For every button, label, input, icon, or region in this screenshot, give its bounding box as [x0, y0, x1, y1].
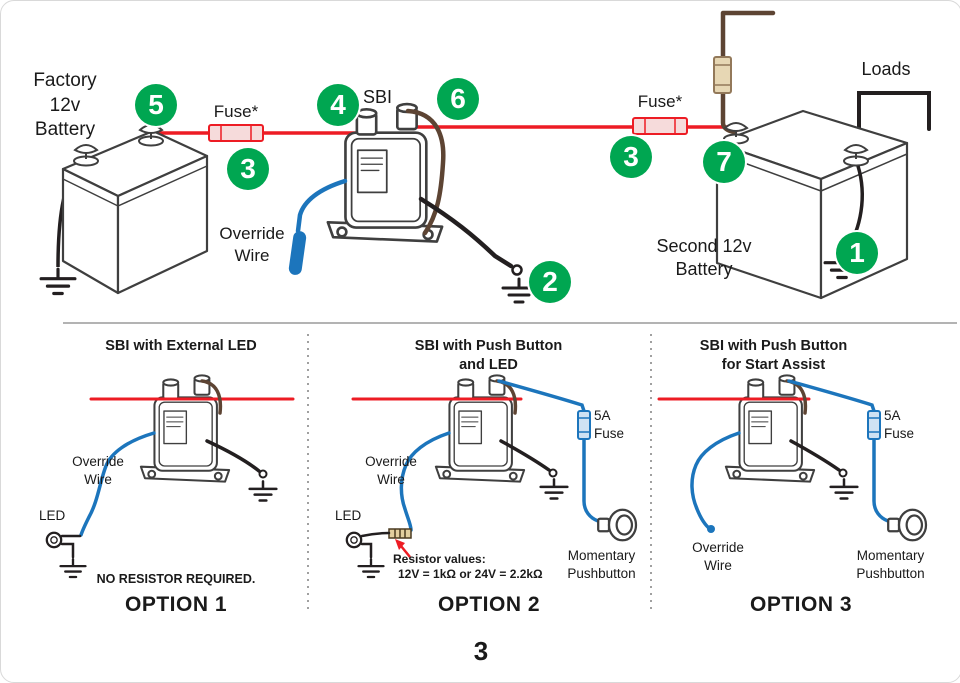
option1-name: OPTION 1	[124, 593, 228, 616]
option3-fuse-label: 5A Fuse	[884, 408, 915, 441]
override-wire-art	[288, 178, 348, 275]
loads-fuse-icon	[713, 56, 732, 94]
option2-led-label: LED	[335, 508, 362, 523]
option3-name: OPTION 3	[749, 593, 853, 616]
fuse-right-label: Fuse*	[637, 92, 683, 111]
option2-override-wire-label: Override Wire	[365, 454, 417, 487]
option2-art	[345, 374, 638, 579]
brown-sbi-wire	[405, 108, 446, 236]
option3-art	[657, 374, 928, 542]
brown-loads-wire	[713, 10, 776, 135]
ground-icon	[39, 267, 77, 296]
step-badge-1: 1	[836, 232, 878, 274]
option1-note: NO RESISTOR REQUIRED.	[96, 572, 256, 586]
option1-title: SBI with External LED	[105, 338, 257, 354]
override-wire-art	[690, 431, 741, 531]
page-number: 3	[473, 636, 489, 666]
option1-led-label: LED	[39, 508, 66, 523]
ground-icon	[59, 557, 87, 579]
inline-fuse-icon	[577, 410, 591, 440]
pushbutton-wire	[787, 379, 890, 523]
led-icon	[345, 531, 391, 559]
option3-title: SBI with Push Button for Start Assist	[699, 338, 848, 373]
ground-icon	[357, 557, 385, 579]
option2-title: SBI with Push Button and LED	[414, 338, 563, 373]
resistor-icon	[388, 528, 412, 539]
step-badge-7: 7	[703, 141, 745, 183]
step-badge-2: 2	[529, 261, 571, 303]
option2-name: OPTION 2	[437, 593, 541, 616]
option3-pushbutton-label: Momentary Pushbutton	[856, 548, 925, 581]
option3-override-wire-label: Override Wire	[692, 540, 744, 573]
ground-icon	[829, 478, 859, 500]
option2-pushbutton-label: Momentary Pushbutton	[567, 548, 636, 581]
pushbutton-wire	[497, 379, 600, 523]
override-wire-end	[707, 525, 715, 533]
ground-icon	[539, 478, 569, 500]
pushbutton-icon	[887, 508, 928, 542]
factory-battery-art	[39, 124, 209, 296]
led-icon	[45, 531, 82, 559]
factory-battery-label: Factory 12v Battery	[33, 70, 97, 141]
fuse-right-icon	[632, 117, 688, 135]
loads-label: Loads	[861, 59, 911, 79]
fuse-left-label: Fuse*	[213, 102, 259, 121]
step-badge-4: 4	[317, 84, 359, 126]
second-battery-art	[715, 109, 909, 300]
option2-resistor-values: 12V = 1kΩ or 24V = 2.2kΩ	[398, 567, 543, 581]
step-badge-3-right: 3	[610, 136, 652, 178]
option2-fuse-label: 5A Fuse	[594, 408, 625, 441]
inline-fuse-icon	[867, 410, 881, 440]
step-badge-5: 5	[135, 84, 177, 126]
sbi-unit-art	[288, 102, 537, 304]
fuse-left-icon	[208, 124, 264, 142]
resistor-arrow-icon	[395, 539, 411, 558]
override-wire-label: Override Wire	[219, 224, 285, 266]
pushbutton-icon	[597, 508, 638, 542]
option1-art	[45, 374, 295, 579]
step-badge-6: 6	[437, 78, 479, 120]
option1-override-wire-label: Override Wire	[72, 454, 124, 487]
option2-resistor-title: Resistor values:	[393, 552, 486, 566]
sbi-label: SBI	[363, 87, 393, 107]
ground-icon	[248, 480, 278, 502]
step-badge-3-left: 3	[227, 148, 269, 190]
second-battery-label: Second 12v Battery	[656, 236, 752, 280]
black-ground-wire	[418, 196, 537, 304]
